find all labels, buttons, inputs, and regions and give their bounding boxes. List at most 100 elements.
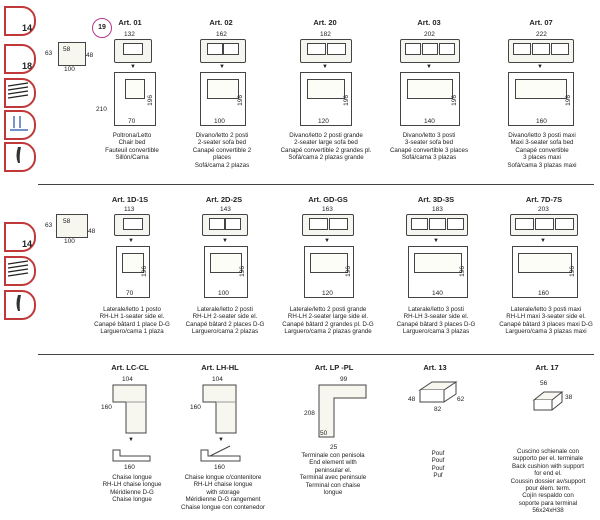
- bed-outline: [408, 246, 468, 298]
- sofa-front-view: [406, 214, 468, 236]
- sofa-front-view: [200, 39, 246, 63]
- width-dim: 222: [536, 31, 547, 38]
- article-code: Art. 7D-7S: [525, 195, 563, 204]
- depth-dim: 160: [101, 404, 112, 411]
- depth-dim: 160: [190, 404, 201, 411]
- width-dim: 99: [340, 376, 348, 383]
- width-dim: 163: [322, 206, 333, 213]
- depth-dim: 48: [408, 396, 416, 403]
- back-cushion-drawing: [532, 391, 564, 411]
- arrow-down-icon: ▼: [322, 64, 328, 70]
- module-dim-height: 48: [88, 228, 96, 235]
- pouf-drawing: [418, 381, 458, 403]
- bed-outline: [508, 72, 574, 126]
- module-box: [56, 214, 88, 238]
- bed-width-dim: 100: [218, 290, 229, 297]
- bed-length-dim: 196: [345, 266, 352, 277]
- article-code: Art. 1D-1S: [111, 195, 149, 204]
- arrow-down-icon: ▼: [433, 238, 439, 244]
- sofa-front-view: [400, 39, 460, 63]
- bed-width-dim: 160: [536, 118, 547, 125]
- sofa-front-view: [510, 214, 578, 236]
- height-dim: 62: [457, 396, 465, 403]
- arrow-down-icon: ▼: [219, 64, 225, 70]
- open-depth-dim: 210: [96, 106, 107, 113]
- bed-outline: [304, 246, 354, 298]
- bed-outline: [204, 246, 248, 298]
- article-code: Art. 13: [423, 363, 447, 372]
- height-dim: 38: [565, 394, 573, 401]
- arrow-down-icon: ▼: [218, 437, 224, 443]
- article-code: Art. 03: [417, 18, 441, 27]
- width-dim: 132: [124, 31, 135, 38]
- leg-icon: [4, 290, 36, 320]
- leg-icon: [4, 142, 36, 172]
- section-divider: [38, 354, 594, 355]
- sofa-front-view: [300, 39, 352, 63]
- width-dim: 56: [540, 380, 548, 387]
- width-dim: 162: [216, 31, 227, 38]
- module-dim-seat: 58: [63, 218, 71, 225]
- width-dim: 183: [432, 206, 443, 213]
- foam-density-14-icon: 14: [4, 6, 36, 36]
- module-dim-depth: 63: [45, 50, 53, 57]
- length-dim: 160: [214, 464, 225, 471]
- sofa-front-view: [202, 214, 248, 236]
- slats-icon: [4, 256, 36, 286]
- width-dim: 182: [320, 31, 331, 38]
- width-dim: 203: [538, 206, 549, 213]
- article-code: Art. 01: [118, 18, 142, 27]
- bed-outline: [512, 246, 578, 298]
- width-dim: 104: [122, 376, 133, 383]
- bed-width-dim: 140: [424, 118, 435, 125]
- sofa-front-view: [508, 39, 574, 63]
- bed-outline: [114, 72, 156, 126]
- article-code: Art. 02: [209, 18, 233, 27]
- inner-depth-dim: 50: [320, 430, 328, 437]
- arrow-down-icon: ▼: [540, 238, 546, 244]
- chaise-storage-side-view: [200, 445, 241, 462]
- bed-width-dim: 70: [128, 118, 136, 125]
- article-code: Art. 17: [535, 363, 559, 372]
- article-code: Art. LH-HL: [201, 363, 239, 372]
- bed-width-dim: 100: [214, 118, 225, 125]
- slats-icon: [4, 78, 36, 108]
- chaise-side-view: [112, 449, 151, 462]
- section-divider: [38, 184, 594, 185]
- bed-width-dim: 120: [318, 118, 329, 125]
- arrow-down-icon: ▼: [130, 64, 136, 70]
- bed-width-dim: 70: [126, 290, 134, 297]
- article-code: Art. LC-CL: [111, 363, 149, 372]
- width-dim: 143: [220, 206, 231, 213]
- arrow-down-icon: ▼: [426, 64, 432, 70]
- article-code: Art. 2D-2S: [205, 195, 243, 204]
- bed-width-dim: 120: [322, 290, 333, 297]
- mechanism-icon: [4, 110, 36, 140]
- depth-dim: 208: [304, 410, 315, 417]
- bed-width-dim: 140: [432, 290, 443, 297]
- arrow-down-icon: ▼: [128, 238, 134, 244]
- width-dim: 82: [434, 406, 442, 413]
- arrow-down-icon: ▼: [222, 238, 228, 244]
- arm-dim: 25: [330, 444, 338, 451]
- bed-outline: [200, 72, 246, 126]
- article-code: Art. 3D-3S: [417, 195, 455, 204]
- chaise-top-view: [112, 384, 147, 434]
- length-dim: 160: [124, 464, 135, 471]
- module-box: [58, 42, 86, 66]
- module-dim-width: 100: [64, 66, 75, 73]
- width-dim: 113: [124, 206, 135, 213]
- bed-length-dim: 196: [239, 266, 246, 277]
